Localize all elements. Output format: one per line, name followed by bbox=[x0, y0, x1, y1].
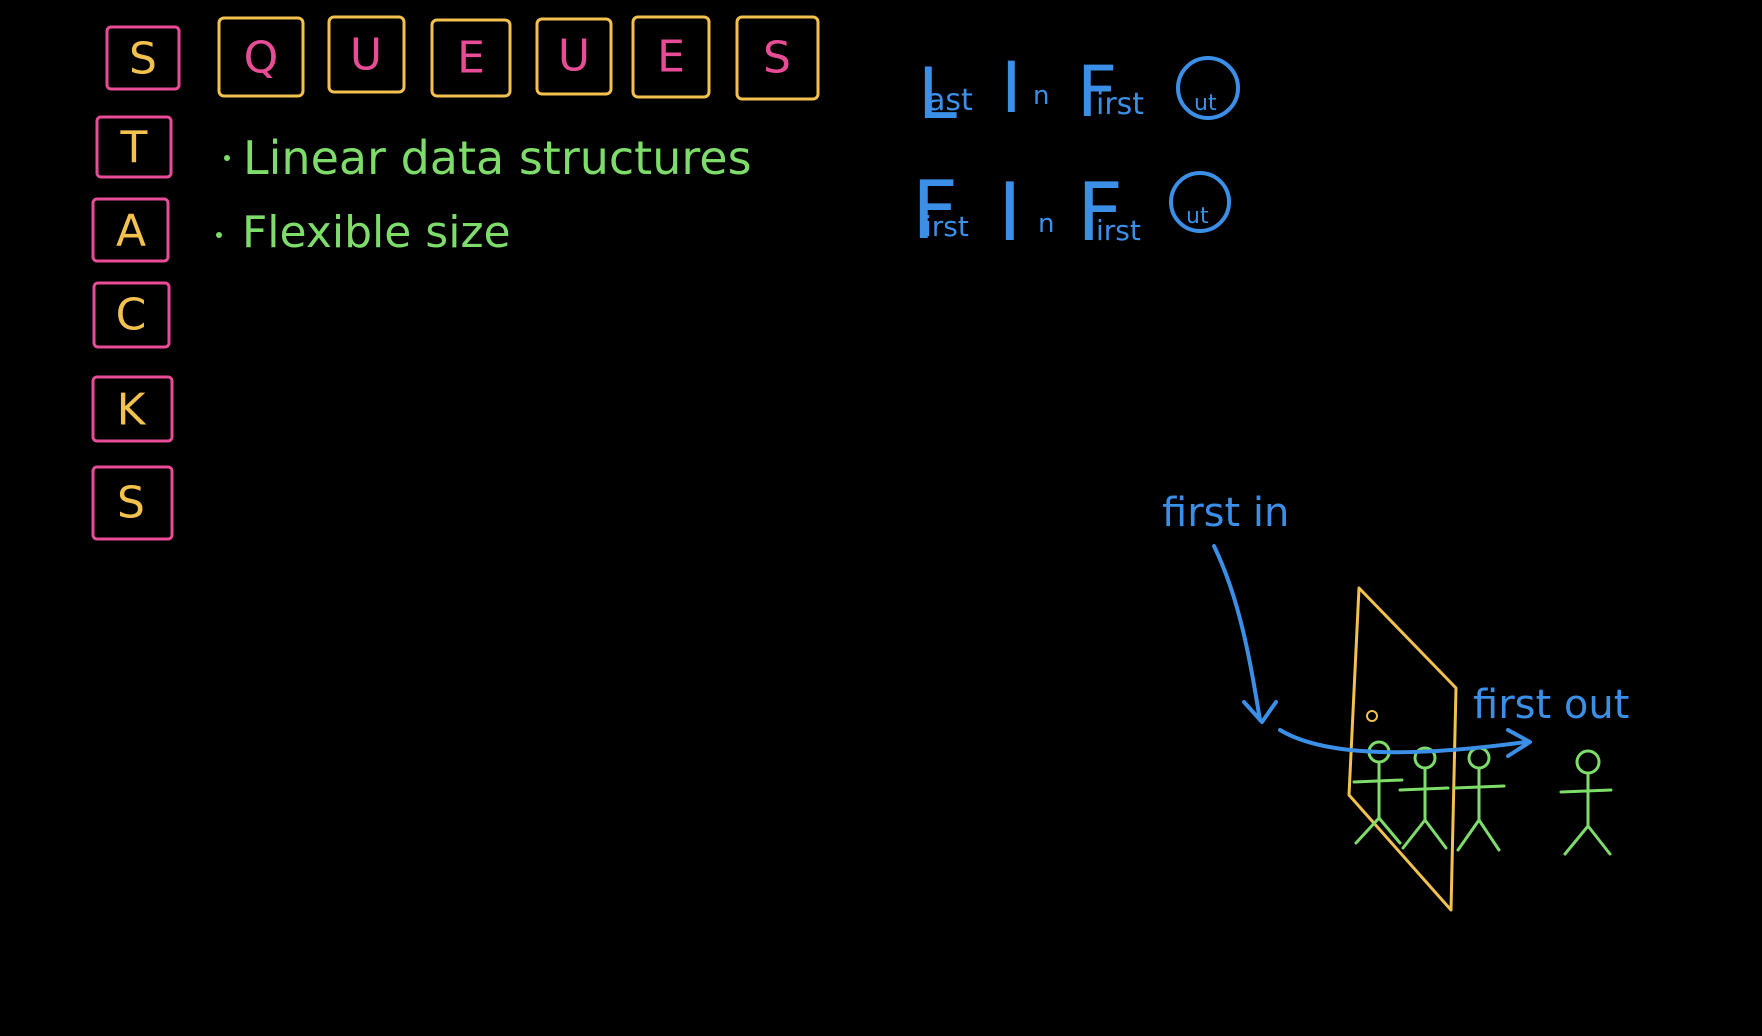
stacks-box-frame bbox=[91, 197, 170, 263]
lifo-suffix-irst: irst bbox=[1096, 87, 1144, 122]
stacks-box-frame bbox=[105, 25, 181, 91]
queues-box-frame bbox=[217, 16, 305, 98]
fifo-suffix-n: n bbox=[1038, 209, 1054, 239]
fifo-acronym: F irst I n F irst O ut bbox=[912, 164, 1231, 259]
first-in-label: first in bbox=[1162, 490, 1289, 536]
queues-letter: S bbox=[763, 33, 791, 84]
first-in-arrow bbox=[1212, 544, 1262, 722]
queues-box-frame bbox=[430, 18, 512, 98]
bullet-text-linear: Linear data structures bbox=[243, 131, 752, 185]
fifo-letter-f2: F bbox=[1077, 166, 1123, 259]
queues-letter: Q bbox=[244, 33, 279, 84]
queues-letter: U bbox=[350, 30, 382, 81]
fifo-letter-f1: F bbox=[912, 164, 958, 257]
fifo-suffix-irst2: irst bbox=[1096, 214, 1141, 247]
stacks-letter: K bbox=[117, 385, 147, 436]
stacks-box-frame bbox=[92, 281, 171, 349]
bullet-text-flexible: Flexible size bbox=[242, 207, 511, 258]
stacks-letter: S bbox=[117, 478, 145, 529]
bullet-list: Linear data structures Flexible size bbox=[216, 131, 752, 258]
queues-letter: E bbox=[457, 33, 485, 84]
bullet-dot bbox=[216, 232, 222, 238]
stacks-box-frame bbox=[95, 115, 173, 179]
queues-letter-box: E bbox=[631, 15, 711, 99]
lifo-suffix-ut: ut bbox=[1194, 91, 1217, 116]
queues-box-frame bbox=[535, 17, 613, 96]
queues-letter-box: S bbox=[735, 15, 820, 101]
lifo-letter-l: L bbox=[918, 53, 957, 135]
fifo-letter-i: I bbox=[998, 166, 1022, 259]
fifo-suffix-irst1: irst bbox=[924, 210, 969, 243]
queues-letter-box: E bbox=[430, 18, 512, 98]
stacks-letter: S bbox=[129, 34, 157, 85]
stacks-letter: C bbox=[116, 290, 147, 341]
queues-row: Q U E U E S bbox=[217, 15, 820, 101]
first-in-arrowhead bbox=[1242, 700, 1278, 724]
stacks-letter-box: S bbox=[105, 25, 181, 91]
queue-illustration: first in bbox=[1162, 490, 1629, 912]
stacks-column: S T A C K S bbox=[91, 25, 181, 541]
queues-letter: E bbox=[657, 32, 685, 83]
queues-letter-box: U bbox=[535, 17, 613, 96]
stacks-letter-box: T bbox=[95, 115, 173, 179]
person-figure-exited bbox=[1559, 749, 1613, 856]
first-out-label: first out bbox=[1473, 682, 1629, 728]
fifo-suffix-ut: ut bbox=[1186, 204, 1209, 229]
stacks-letter-box: C bbox=[92, 281, 171, 349]
queues-box-frame bbox=[631, 15, 711, 99]
lifo-suffix-n: n bbox=[1033, 81, 1049, 111]
stacks-letter-box: S bbox=[91, 465, 174, 541]
fifo-letter-o-circle bbox=[1169, 171, 1231, 233]
door-frame bbox=[1347, 586, 1458, 912]
lifo-letter-i: I bbox=[1001, 47, 1022, 129]
stacks-letter-box: A bbox=[91, 197, 170, 263]
stacks-letter: A bbox=[116, 206, 146, 257]
queues-letter: U bbox=[558, 31, 590, 82]
first-out-arrow bbox=[1278, 728, 1528, 755]
lifo-suffix-ast: ast bbox=[927, 83, 973, 118]
queues-letter-box: U bbox=[327, 15, 406, 94]
person-figure bbox=[1453, 746, 1506, 852]
stacks-box-frame bbox=[91, 375, 174, 443]
lifo-letter-o-circle bbox=[1176, 56, 1240, 120]
stacks-letter: T bbox=[120, 123, 148, 174]
stacks-letter-box: K bbox=[91, 375, 174, 443]
queues-letter-box: Q bbox=[217, 16, 305, 98]
bullet-dot bbox=[224, 155, 230, 161]
lifo-letter-f: F bbox=[1077, 51, 1117, 133]
person-figure bbox=[1398, 746, 1450, 850]
first-out-arrowhead bbox=[1506, 728, 1532, 758]
queues-box-frame bbox=[735, 15, 820, 101]
queues-box-frame bbox=[327, 15, 406, 94]
lifo-acronym: L ast I n F irst O ut bbox=[918, 47, 1240, 135]
door-knob bbox=[1366, 710, 1378, 722]
stacks-box-frame bbox=[91, 465, 174, 541]
